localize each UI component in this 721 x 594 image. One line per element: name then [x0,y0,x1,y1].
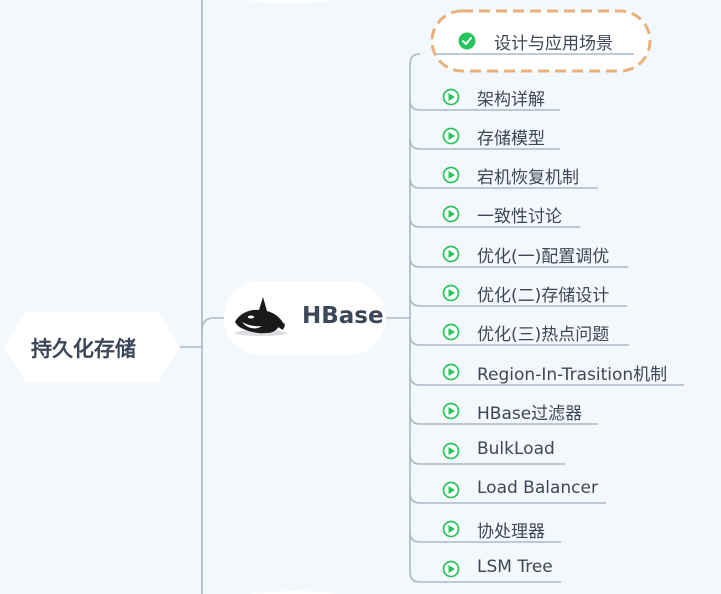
leaf-connector [409,531,561,543]
play-circle-icon [442,205,460,223]
leaf-label[interactable]: 协处理器 [477,522,545,542]
leaf-label[interactable]: BulkLoad [477,439,555,459]
leaf-connector [409,177,598,189]
leaf-connector [409,492,606,504]
check-circle-icon [458,32,476,50]
leaf-label[interactable]: 架构详解 [477,90,545,110]
leaf-label[interactable]: HBase过滤器 [477,404,583,424]
play-circle-icon [442,402,460,420]
leaf-label[interactable]: 优化(三)热点问题 [477,325,610,345]
hbase-label: HBase [302,303,384,329]
leaf-label[interactable]: 优化(一)配置调优 [477,247,610,267]
leaf-connector [409,99,560,111]
leaf-label[interactable]: LSM Tree [477,557,553,577]
leaf-connector [409,413,598,425]
play-circle-icon [442,127,460,145]
leaf-connector [409,295,627,307]
play-circle-icon [442,520,460,538]
leaf-label[interactable]: 设计与应用场景 [494,34,613,54]
root-node[interactable] [4,312,180,382]
root-node-shape [4,312,180,382]
orca-whale-icon [235,297,287,336]
root-label: 持久化存储 [31,337,136,361]
leaf-label[interactable]: 存储模型 [477,129,545,149]
highlight-border [430,9,652,73]
leaf-connector [409,334,629,346]
play-circle-icon [442,245,460,263]
partial-node-top [245,0,335,3]
play-circle-icon [442,323,460,341]
play-circle-icon [442,363,460,381]
play-circle-icon [442,481,460,499]
leaf-connector [409,216,580,228]
leaf-label[interactable]: Region-In-Trasition机制 [477,365,668,385]
play-circle-icon [442,166,460,184]
leaf-connector [409,374,684,386]
play-circle-icon [442,284,460,302]
connector-lines [178,0,421,594]
leaf-label[interactable]: 一致性讨论 [477,207,562,227]
partial-node-bottom [250,591,340,594]
leaf-label[interactable]: 宕机恢复机制 [477,168,579,188]
leaf-connector [409,453,565,465]
leaf-connector [409,138,560,150]
hbase-connector [201,317,226,331]
leaf-trunk-line [409,53,421,583]
hbase-node-shape [224,281,386,355]
leaf-label[interactable]: Load Balancer [477,478,598,498]
leaf-list [409,32,684,583]
leaf-label[interactable]: 优化(二)存储设计 [477,286,610,306]
play-circle-icon [442,442,460,460]
hbase-node[interactable] [224,281,386,355]
play-circle-icon [442,88,460,106]
leaf-connector [409,256,628,268]
play-circle-icon [442,560,460,578]
